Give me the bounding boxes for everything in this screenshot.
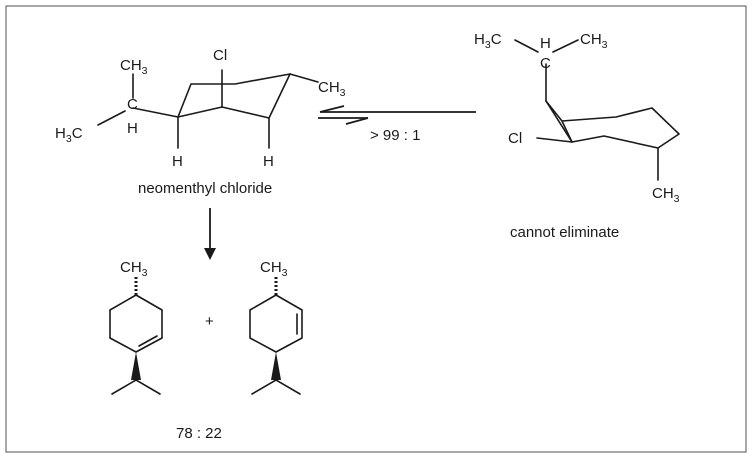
right-cl-bond xyxy=(536,137,573,143)
right-top-c-label: C xyxy=(540,55,551,72)
equilibrium-short-arrow-head xyxy=(345,117,369,125)
product-right-iso-right xyxy=(275,379,301,395)
product-left-ring xyxy=(109,294,163,353)
product-right-structure: CH3 xyxy=(249,259,303,395)
left-axial-h-right-label: H xyxy=(263,153,274,170)
product-right-ch3-label: CH3 xyxy=(260,259,288,279)
cannot-eliminate-caption: cannot eliminate xyxy=(510,224,619,241)
left-ring-ch3-label: CH3 xyxy=(318,79,346,99)
product-right-ring xyxy=(249,294,303,353)
product-left-iso-left xyxy=(111,379,137,395)
iso-left-bond xyxy=(97,110,126,126)
elimination-arrow-head xyxy=(204,248,216,260)
left-iso-h-label: H xyxy=(127,120,138,137)
right-cl-label: Cl xyxy=(508,130,522,147)
left-ch3-top-label: CH3 xyxy=(120,57,148,77)
equilibrium-long-arrow-head xyxy=(319,105,345,113)
product-left-ch3-label: CH3 xyxy=(120,259,148,279)
left-h3c-label: H3C xyxy=(55,125,83,145)
right-ring-bonds xyxy=(545,100,680,149)
right-h3c-label: H3C xyxy=(474,31,502,51)
menthyl-chloride-structure: H3C H C CH3 Cl CH3 xyxy=(474,31,680,205)
product-left-wedge xyxy=(131,352,141,380)
left-axial-h-left-label: H xyxy=(172,153,183,170)
product-right-wedge xyxy=(271,352,281,380)
product-left-iso-right xyxy=(135,379,161,395)
right-top-h-label: H xyxy=(540,35,551,52)
products-plus: + xyxy=(205,313,214,330)
equilibrium-ratio: > 99 : 1 xyxy=(370,127,420,144)
left-iso-c-label: C xyxy=(127,96,138,113)
ring-ch3-bond xyxy=(289,73,319,83)
right-ch3-top-label: CH3 xyxy=(580,31,608,51)
product-right-iso-left xyxy=(251,379,277,395)
products-ratio: 78 : 22 xyxy=(176,425,222,442)
neomenthyl-chloride-structure: CH3 H C H3C Cl CH3 H H xyxy=(55,47,346,170)
ring-bonds xyxy=(177,73,291,119)
product-left-structure: CH3 xyxy=(109,259,163,395)
right-iso-left-bond xyxy=(514,39,539,53)
product-left-double-bond xyxy=(138,335,158,347)
left-cl-label: Cl xyxy=(213,47,227,64)
right-iso-right-bond xyxy=(552,39,579,53)
frame-border xyxy=(5,5,747,453)
right-ring-ch3-label: CH3 xyxy=(652,185,680,205)
iso-to-ring-bond xyxy=(132,107,179,118)
equilibrium-arrows xyxy=(318,105,476,125)
right-ring-closing-bond xyxy=(545,100,573,143)
neomenthyl-chloride-caption: neomenthyl chloride xyxy=(138,180,272,197)
elimination-arrow xyxy=(204,208,216,260)
